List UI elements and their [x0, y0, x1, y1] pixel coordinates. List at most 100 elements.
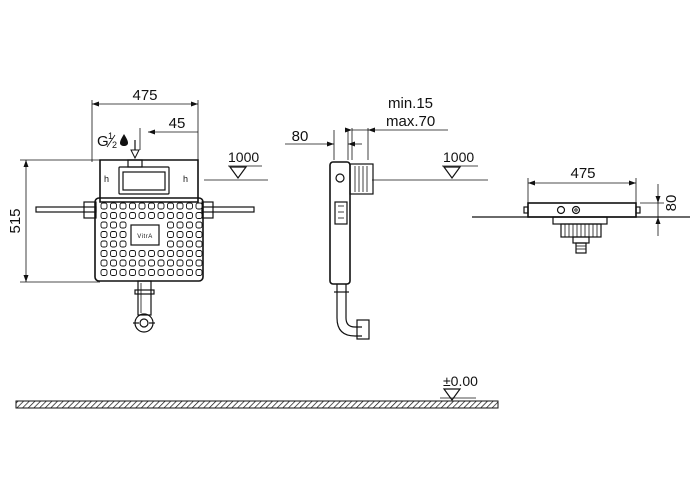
vent-hole	[148, 212, 155, 219]
vent-hole	[176, 250, 184, 257]
vent-hole	[148, 250, 155, 257]
vent-hole	[100, 212, 108, 219]
tank-ventilation-pattern	[100, 202, 203, 276]
vent-hole	[110, 269, 117, 276]
vent-hole	[138, 212, 146, 219]
front-level-label: 1000	[228, 149, 259, 165]
vent-hole	[176, 269, 184, 276]
top-view: 475 80	[472, 165, 690, 254]
vent-hole	[110, 202, 117, 210]
vent-hole	[176, 259, 184, 267]
top-width-dimension-label: 475	[570, 165, 595, 182]
vent-hole	[167, 240, 174, 248]
vent-hole	[167, 269, 174, 276]
vent-hole	[138, 259, 146, 267]
vent-hole	[138, 202, 146, 210]
vent-hole	[195, 240, 203, 248]
vent-hole	[176, 231, 184, 238]
vent-hole	[129, 259, 136, 267]
vent-hole	[157, 212, 165, 219]
floor: ±0.00	[15, 373, 499, 409]
vent-hole	[110, 231, 117, 238]
vent-hole	[138, 250, 146, 257]
vent-hole	[186, 221, 193, 229]
vent-hole	[176, 212, 184, 219]
side-level-label: 1000	[443, 149, 474, 165]
vent-hole	[119, 212, 127, 219]
vent-hole	[110, 250, 117, 257]
brand-logo: VitrA	[137, 234, 152, 240]
vent-hole	[195, 259, 203, 267]
vent-hole	[195, 231, 203, 238]
vent-hole	[100, 240, 108, 248]
vent-hole	[167, 212, 174, 219]
vent-hole	[100, 259, 108, 267]
vent-hole	[129, 212, 136, 219]
thread-fraction-denominator: 2	[112, 140, 117, 150]
vent-hole	[195, 202, 203, 210]
vent-hole	[119, 231, 127, 238]
vent-hole	[119, 269, 127, 276]
water-drop-icon	[120, 134, 128, 146]
vent-hole	[157, 250, 165, 257]
vent-hole	[119, 221, 127, 229]
vent-hole	[186, 269, 193, 276]
vent-hole	[186, 259, 193, 267]
vent-hole	[100, 269, 108, 276]
side-view: 80 min.15 max.70 1000	[285, 95, 488, 340]
height-dimension-label: 515	[7, 208, 24, 233]
vent-hole	[167, 202, 174, 210]
vent-hole	[186, 231, 193, 238]
vent-hole	[119, 202, 127, 210]
svg-text:h: h	[104, 174, 109, 184]
vent-hole	[100, 250, 108, 257]
vent-hole	[195, 269, 203, 276]
max-depth-label: max.70	[386, 113, 435, 130]
vent-hole	[119, 240, 127, 248]
vent-hole	[186, 240, 193, 248]
vent-hole	[100, 221, 108, 229]
vent-hole	[195, 250, 203, 257]
vent-hole	[157, 259, 165, 267]
front-view: 475 45 G 1 2 515 1000 h h	[7, 87, 268, 333]
floor-level-label: ±0.00	[443, 373, 478, 389]
svg-text:h: h	[183, 174, 188, 184]
vent-hole	[176, 221, 184, 229]
vent-hole	[186, 212, 193, 219]
vent-hole	[157, 202, 165, 210]
vent-hole	[195, 212, 203, 219]
vent-hole	[129, 269, 136, 276]
vent-hole	[119, 250, 127, 257]
vent-hole	[167, 221, 174, 229]
top-depth-dimension-label: 80	[663, 195, 680, 212]
offset-dimension-label: 45	[169, 115, 186, 132]
vent-hole	[129, 202, 136, 210]
vent-hole	[119, 259, 127, 267]
min-depth-label: min.15	[388, 95, 433, 112]
vent-hole	[186, 202, 193, 210]
vent-hole	[110, 259, 117, 267]
depth-dimension-label: 80	[292, 128, 309, 145]
vent-hole	[110, 240, 117, 248]
vent-hole	[176, 240, 184, 248]
vent-hole	[100, 231, 108, 238]
vent-hole	[110, 221, 117, 229]
width-dimension-label: 475	[132, 87, 157, 104]
vent-hole	[148, 259, 155, 267]
vent-hole	[138, 269, 146, 276]
vent-hole	[195, 221, 203, 229]
vent-hole	[167, 250, 174, 257]
vent-hole	[110, 212, 117, 219]
vent-hole	[100, 202, 108, 210]
vent-hole	[176, 202, 184, 210]
vent-hole	[129, 250, 136, 257]
vent-hole	[148, 202, 155, 210]
vent-hole	[157, 269, 165, 276]
thread-fraction-numerator: 1	[108, 131, 113, 141]
thread-label: G	[97, 133, 109, 150]
vent-hole	[186, 250, 193, 257]
vent-hole	[167, 231, 174, 238]
vent-hole	[167, 259, 174, 267]
vent-hole	[148, 269, 155, 276]
